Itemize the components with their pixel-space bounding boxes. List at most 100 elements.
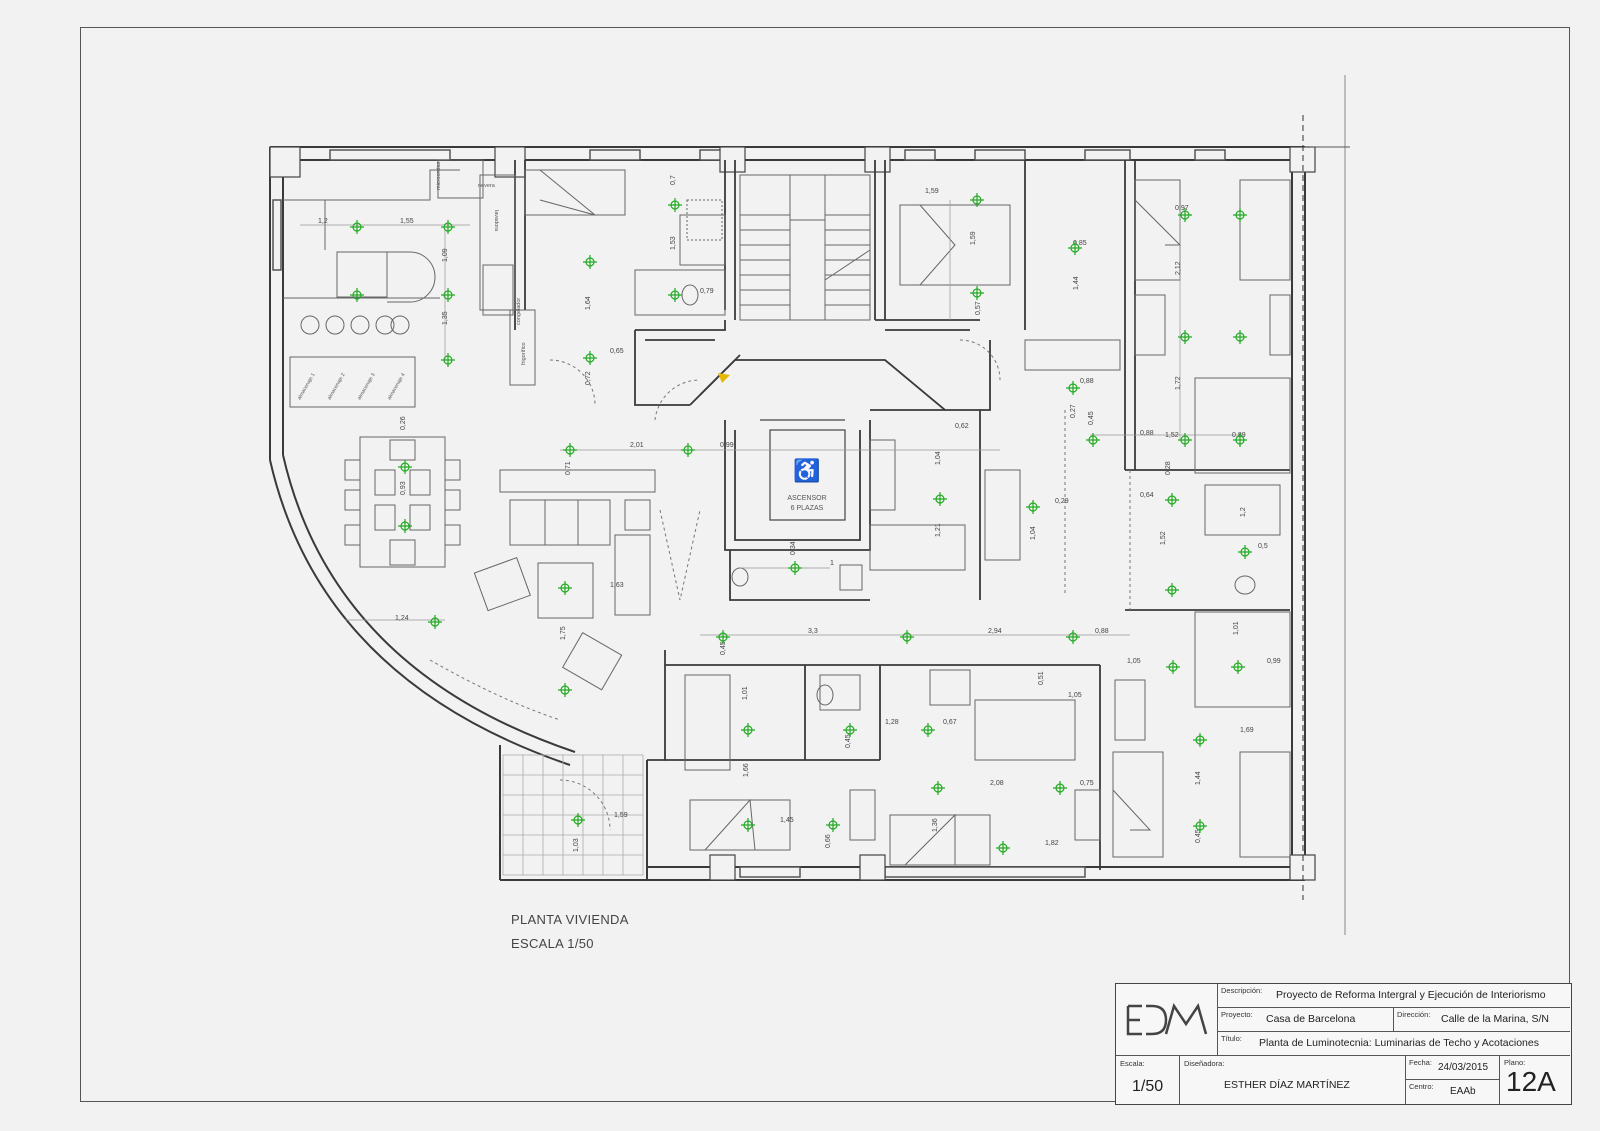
centro-value: EAAb (1450, 1086, 1476, 1097)
title-block: Descripción: Proyecto de Reforma Intergr… (1115, 983, 1572, 1105)
centro-cell (1406, 1080, 1500, 1104)
dimension-label: 0,45 (1088, 411, 1095, 425)
luminaire-icon (1068, 241, 1082, 255)
dimension-label: 0,51 (1038, 671, 1045, 685)
logo-icon (1126, 1003, 1208, 1036)
dimension-label: 0,5 (1258, 543, 1268, 550)
dimension-label: 0,93 (400, 481, 407, 495)
dimension-label: 1,66 (743, 763, 750, 777)
luminaire-icon (1178, 433, 1192, 447)
dimension-label: 1,04 (935, 451, 942, 465)
luminaire-icon (1066, 381, 1080, 395)
descripcion-value: Proyecto de Reforma Intergral y Ejecució… (1276, 989, 1546, 1001)
escala-cell (1116, 1056, 1180, 1104)
direccion-label: Dirección: (1397, 1010, 1431, 1019)
dimension-label: 1,52 (1160, 531, 1167, 545)
plan-scale: ESCALA 1/50 (511, 936, 594, 951)
luminaire-icon (1165, 583, 1179, 597)
dimension-label: 2,08 (990, 780, 1004, 787)
elevator-label-line2: 6 PLAZAS (791, 505, 824, 512)
luminaire-icon (398, 460, 412, 474)
plano-label: Plano: (1504, 1058, 1526, 1067)
luminaire-icon (668, 288, 682, 302)
dimension-label: 0,26 (400, 416, 407, 430)
dimension-label: 1,03 (573, 838, 580, 852)
proyecto-label: Proyecto: (1221, 1010, 1253, 1019)
dimension-label: 0,72 (585, 371, 592, 385)
desks-and-wardrobes (684, 294, 1291, 841)
plan-name: PLANTA VIVIENDA (511, 912, 629, 927)
appliance-labels: microondas nevera lavadora congelador fr… (436, 161, 527, 365)
columns (269, 146, 1316, 881)
fecha-value: 24/03/2015 (1438, 1062, 1489, 1073)
dimension-label: 2,01 (630, 442, 644, 449)
dimension-label: 1,63 (610, 582, 624, 589)
luminaire-icon (1233, 330, 1247, 344)
dimension-label: 1,04 (1030, 526, 1037, 540)
descripcion-label: Descripción: (1221, 986, 1263, 995)
dimension-label: 1,35 (442, 311, 449, 325)
centro-label: Centro: (1409, 1082, 1434, 1091)
luminaire-icon (583, 351, 597, 365)
elevator-label: ♿ ASCENSOR 6 PLAZAS (787, 458, 826, 512)
kitchen-label-2: lavadora (493, 210, 499, 232)
dimension-label: 1,59 (970, 231, 977, 245)
descripcion-cell (1218, 984, 1570, 1008)
luminaire-icon (970, 286, 984, 300)
dimension-label: 0,89 (1232, 432, 1246, 439)
luminaires (350, 193, 1252, 855)
luminaire-icon (826, 818, 840, 832)
escala-label: Escala: (1120, 1059, 1145, 1068)
dimension-label: 0,99 (720, 442, 734, 449)
sheet-frame (80, 27, 1570, 1102)
direccion-cell (1394, 1008, 1570, 1032)
dimension-label: 0,7 (670, 175, 677, 185)
dimension-label: 1,45 (780, 817, 794, 824)
luminaire-icon (843, 723, 857, 737)
disenadora-label: Diseñadora: (1184, 1059, 1225, 1068)
titulo-label: Título: (1221, 1034, 1242, 1043)
titulo-cell (1218, 1032, 1570, 1056)
luminaire-icon (716, 630, 730, 644)
fecha-cell (1406, 1056, 1500, 1080)
luminaire-icon (970, 193, 984, 207)
proyecto-value: Casa de Barcelona (1266, 1013, 1356, 1025)
luminaire-icon (681, 443, 695, 457)
dimension-label: 1,05 (1127, 658, 1141, 665)
luminaire-icon (668, 198, 682, 212)
dimension-label: 1,44 (1195, 771, 1202, 785)
dimension-label: 0,88 (1095, 628, 1109, 635)
entrance-arrow-icon (718, 373, 730, 383)
dimension-label: 1,01 (742, 686, 749, 700)
dimension-label: 0,45 (720, 641, 727, 655)
elevator (760, 419, 846, 521)
door-swings (429, 339, 1131, 831)
plano-value: 12A (1506, 1066, 1556, 1097)
kitchen-label-1: nevera (478, 183, 496, 189)
dimension-label: 1,2 (1240, 507, 1247, 517)
luminaire-icon (1231, 660, 1245, 674)
dimension-label: 1,59 (925, 188, 939, 195)
dimension-label: 1 (830, 560, 834, 567)
luminaire-icon (1193, 733, 1207, 747)
luminaire-icon (1165, 493, 1179, 507)
fecha-label: Fecha: (1409, 1058, 1432, 1067)
dimension-label: 0,65 (610, 348, 624, 355)
luminaire-icon (441, 288, 455, 302)
luminaire-icon (996, 841, 1010, 855)
luminaire-icon (788, 561, 802, 575)
logo-cell (1116, 984, 1218, 1056)
luminaire-icon (1233, 433, 1247, 447)
luminaire-icon (583, 255, 597, 269)
dimension-label: 0,97 (1175, 205, 1189, 212)
kitchen-label-3: congelador (516, 298, 522, 325)
kitchen-furniture (283, 159, 536, 408)
dimension-label: 2,94 (988, 628, 1002, 635)
titulo-value: Planta de Luminotecnia: Luminarias de Te… (1259, 1037, 1539, 1049)
proyecto-cell (1218, 1008, 1394, 1032)
luminaire-icon (1193, 819, 1207, 833)
dimension-label: 1,82 (1045, 840, 1059, 847)
luminaire-icon (900, 630, 914, 644)
